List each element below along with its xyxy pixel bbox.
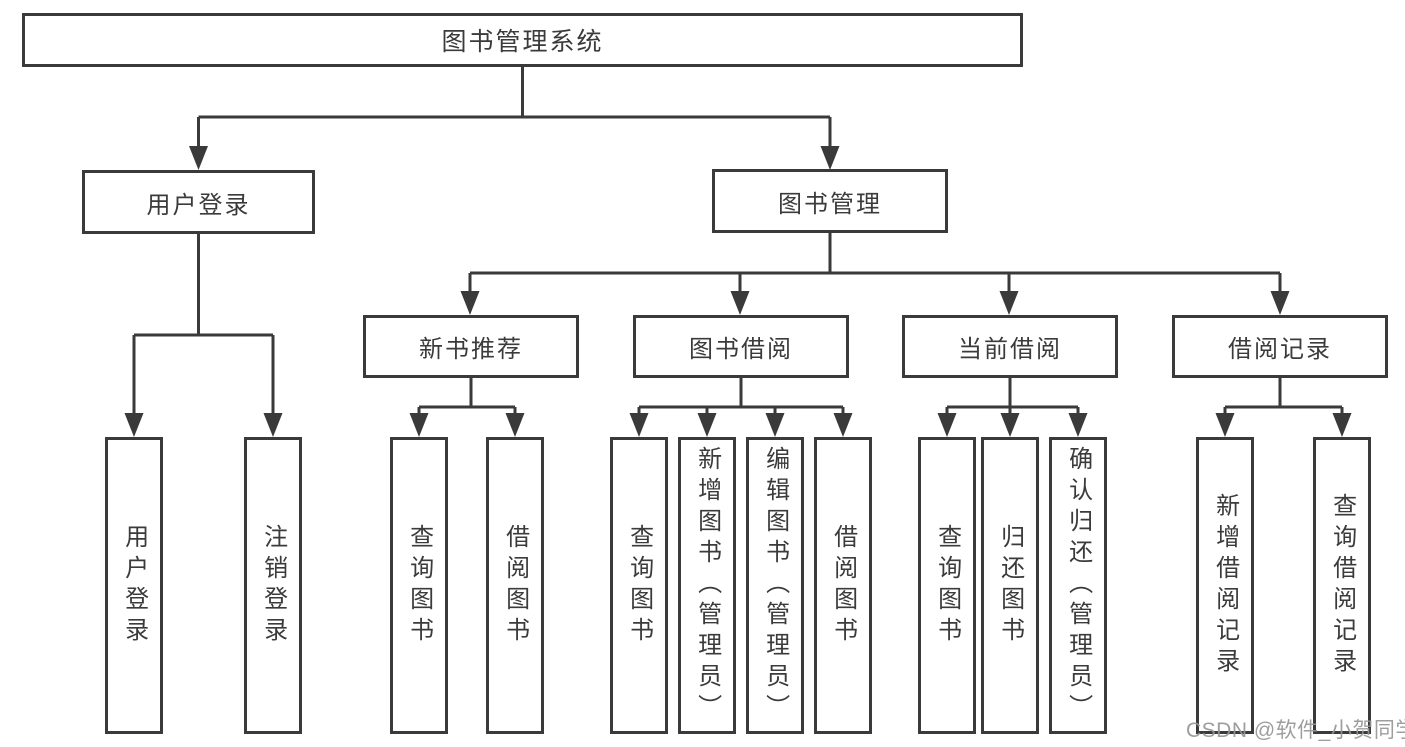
connector-userlogin-leaves <box>132 234 275 417</box>
leaf-bb-borrow-books-label: 借阅图书 <box>829 523 857 648</box>
arrowheads-records-leaves <box>1215 413 1352 437</box>
leaf-bb-query-books-label: 查询图书 <box>625 523 653 648</box>
arrowheads-newbook-leaves <box>409 413 525 437</box>
node-root: 图书管理系统 <box>22 13 1023 67</box>
leaf-br-query-record-label: 查询借阅记录 <box>1328 492 1356 679</box>
leaf-logout: 注销登录 <box>244 437 302 734</box>
leaf-logout-label: 注销登录 <box>259 523 287 648</box>
node-user-login: 用户登录 <box>82 170 315 234</box>
leaf-br-add-record-label: 新增借阅记录 <box>1211 492 1239 679</box>
connector-bookmgmt-to-level3 <box>468 233 1282 295</box>
leaf-nb-query-books-label: 查询图书 <box>405 523 433 648</box>
csdn-watermark: CSDN @软件_小贺同学 <box>1186 719 1405 742</box>
leaf-cb-query-books: 查询图书 <box>918 437 976 734</box>
leaf-bb-query-books: 查询图书 <box>610 437 668 734</box>
arrowheads-currentborrow-leaves <box>937 413 1088 437</box>
node-book-management: 图书管理 <box>712 169 948 233</box>
arrowheads-userlogin-leaves <box>124 413 283 437</box>
leaf-cb-confirm-return-admin-label: 确认归还（管理员） <box>1064 446 1092 725</box>
leaf-cb-return-books-label: 归还图书 <box>996 523 1024 648</box>
leaf-bb-add-books-admin-label: 新增图书（管理员） <box>693 446 721 725</box>
leaf-br-add-record: 新增借阅记录 <box>1196 437 1254 734</box>
connector-root-to-level2 <box>197 67 832 150</box>
connector-bookborrow-leaves <box>637 378 845 417</box>
leaf-user-login-label: 用户登录 <box>120 523 148 648</box>
leaf-bb-borrow-books: 借阅图书 <box>814 437 872 734</box>
connector-records-leaves <box>1223 378 1344 417</box>
leaf-nb-borrow-books-label: 借阅图书 <box>501 523 529 648</box>
leaf-nb-query-books: 查询图书 <box>390 437 448 734</box>
leaf-bb-edit-books-admin-label: 编辑图书（管理员） <box>761 446 789 725</box>
leaf-bb-edit-books-admin: 编辑图书（管理员） <box>746 437 804 734</box>
arrowheads-level2 <box>189 146 840 170</box>
arrowheads-bookborrow-leaves <box>629 413 853 437</box>
leaf-cb-query-books-label: 查询图书 <box>933 523 961 648</box>
leaf-cb-return-books: 归还图书 <box>981 437 1039 734</box>
leaf-cb-confirm-return-admin: 确认归还（管理员） <box>1049 437 1107 734</box>
node-current-borrow: 当前借阅 <box>902 315 1118 378</box>
leaf-user-login: 用户登录 <box>105 437 163 734</box>
leaf-nb-borrow-books: 借阅图书 <box>486 437 544 734</box>
leaf-bb-add-books-admin: 新增图书（管理员） <box>678 437 736 734</box>
connector-currentborrow-leaves <box>945 378 1080 417</box>
connector-newbook-leaves <box>417 378 517 417</box>
node-book-borrow: 图书借阅 <box>633 315 849 378</box>
node-borrow-records: 借阅记录 <box>1172 315 1388 378</box>
arrowheads-level3 <box>460 291 1290 315</box>
node-new-book-recommend: 新书推荐 <box>363 315 579 378</box>
leaf-br-query-record: 查询借阅记录 <box>1313 437 1371 734</box>
